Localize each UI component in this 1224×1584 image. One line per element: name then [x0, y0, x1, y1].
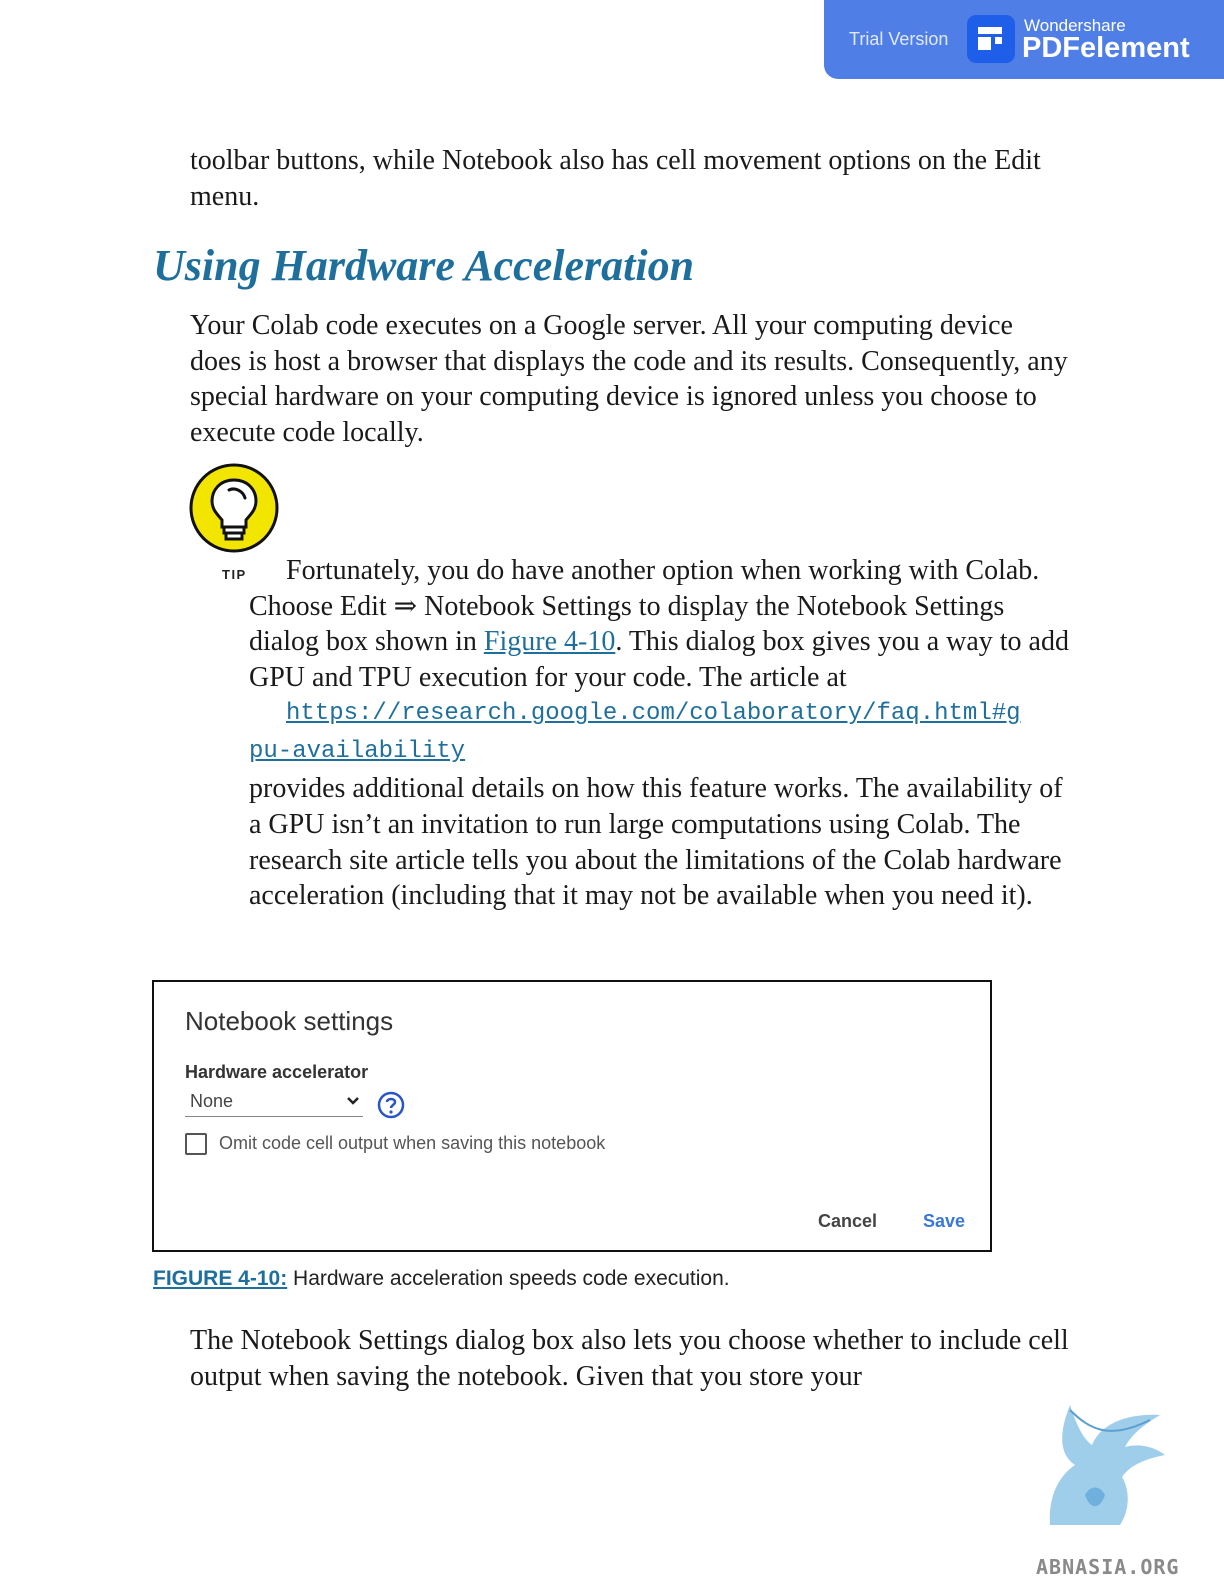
- faq-url-link[interactable]: https://research.google.com/colaboratory…: [249, 700, 1021, 766]
- tip-paragraph: Fortunately, you do have another option …: [249, 553, 1079, 914]
- figure-link[interactable]: Figure 4-10: [483, 626, 616, 658]
- caption-text: Hardware acceleration speeds code execut…: [287, 1267, 730, 1290]
- hardware-accelerator-select[interactable]: None: [185, 1090, 363, 1117]
- figure-caption: FIGURE 4-10: Hardware acceleration speed…: [153, 1267, 730, 1291]
- trial-banner[interactable]: Trial Version Wondershare PDFelement: [824, 0, 1224, 79]
- help-icon[interactable]: [377, 1091, 405, 1119]
- paragraph-intro: Your Colab code executes on a Google ser…: [190, 310, 1068, 448]
- tip-text-part1: Fortunately, you do have another option …: [249, 555, 1040, 658]
- omit-output-label: Omit code cell output when saving this n…: [219, 1133, 606, 1153]
- omit-output-checkbox[interactable]: [185, 1133, 207, 1155]
- tip-text-part2: . This dialog box gives you a way to add…: [249, 626, 1069, 693]
- tip-text-part3: provides additional details on how this …: [249, 773, 1063, 912]
- brand-product: PDFelement: [1022, 32, 1190, 64]
- paragraph-bottom: The Notebook Settings dialog box also le…: [190, 1325, 1069, 1392]
- cancel-button[interactable]: Cancel: [818, 1211, 878, 1231]
- griffin-logo-icon: [1049, 1405, 1165, 1525]
- pdfelement-logo-icon: [967, 15, 1015, 63]
- accelerator-value: None: [190, 1091, 234, 1111]
- notebook-settings-dialog: Notebook settings Hardware accelerator N…: [152, 980, 992, 1252]
- chevron-down-icon: [347, 1097, 359, 1105]
- section-heading: Using Hardware Acceleration: [153, 241, 695, 290]
- hardware-accelerator-label: Hardware accelerator: [185, 1062, 369, 1082]
- brand-company: Wondershare: [1024, 16, 1126, 35]
- tip-label: TIP: [222, 567, 247, 582]
- save-button[interactable]: Save: [923, 1211, 966, 1231]
- paragraph-continuation: toolbar buttons, while Notebook also has…: [190, 145, 1041, 212]
- trial-version-label: Trial Version: [849, 29, 949, 49]
- lightbulb-icon: [189, 463, 281, 555]
- dialog-title: Notebook settings: [185, 1006, 394, 1036]
- watermark-text: ABNASIA.ORG: [1036, 1555, 1180, 1579]
- figure-number[interactable]: FIGURE 4-10:: [153, 1267, 288, 1290]
